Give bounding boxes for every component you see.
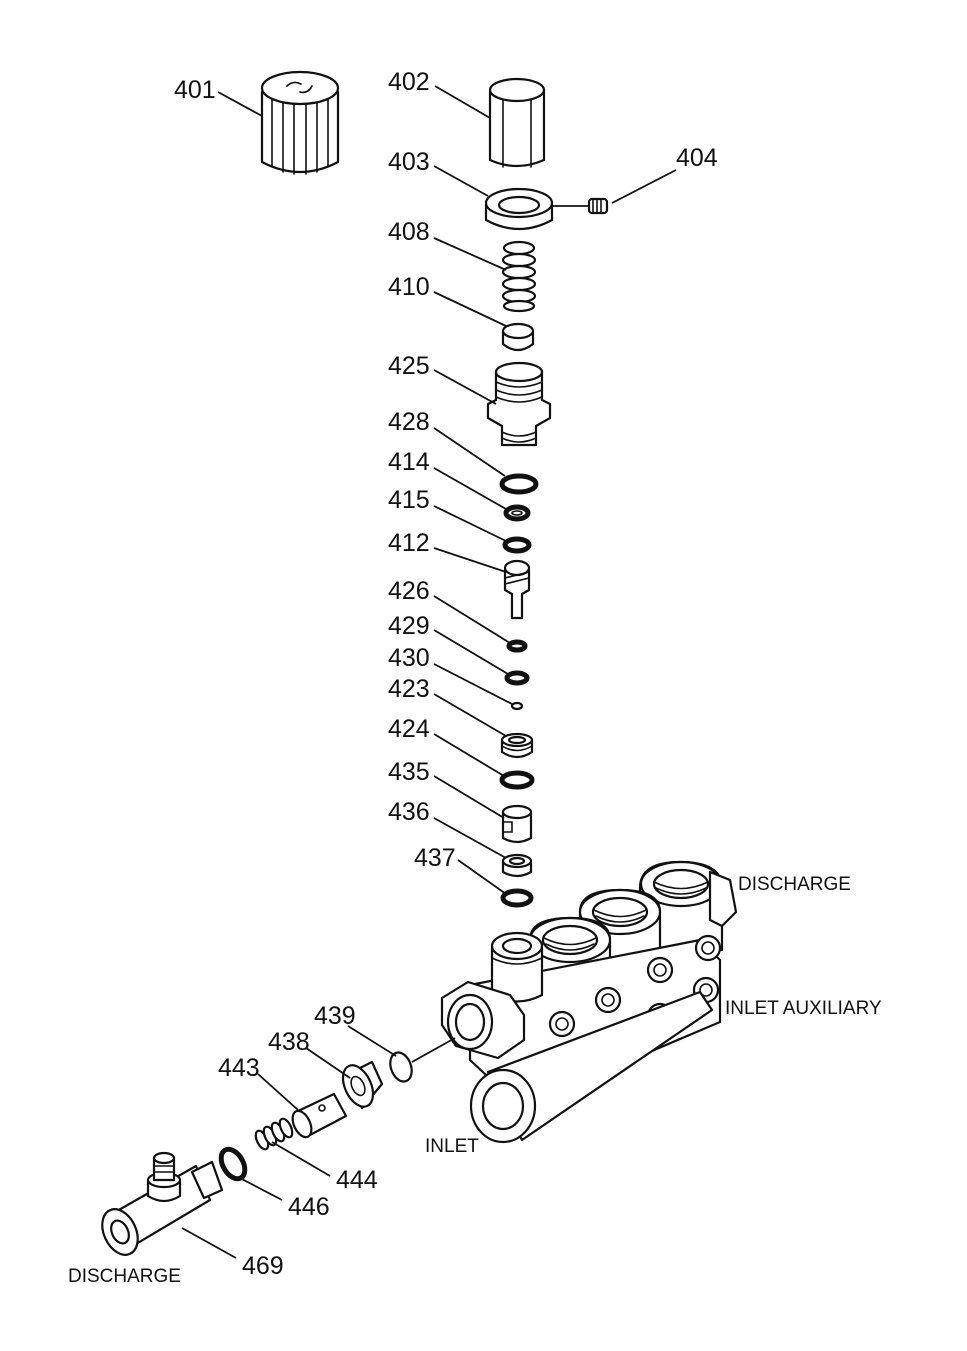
part-415-o-ring (502, 536, 532, 554)
label-403: 403 (388, 148, 430, 176)
label-404: 404 (676, 144, 718, 172)
part-438-fitting (341, 1060, 384, 1110)
part-439-o-ring (389, 1037, 456, 1083)
label-437: 437 (414, 844, 456, 872)
label-408: 408 (388, 218, 430, 246)
label-402: 402 (388, 68, 430, 96)
part-403-nut (484, 187, 554, 230)
label-425: 425 (388, 352, 430, 380)
part-426-washer (506, 639, 528, 653)
label-436: 436 (388, 798, 430, 826)
part-425-valve-body (486, 361, 552, 447)
manifold-body (440, 860, 738, 1144)
label-410: 410 (388, 273, 430, 301)
part-443-plunger (291, 1092, 348, 1139)
label-429: 429 (388, 612, 430, 640)
part-410-spring-seat (501, 322, 535, 352)
label-469: 469 (242, 1252, 284, 1280)
part-404-set-screw (552, 197, 609, 215)
part-429-o-ring (504, 670, 530, 686)
port-labels: DISCHARGE INLET AUXILIARY INLET DISCHARG… (68, 874, 882, 1287)
part-436-seat (501, 853, 533, 878)
discharge-top-label: DISCHARGE (738, 874, 851, 895)
label-430: 430 (388, 644, 430, 672)
label-424: 424 (388, 715, 430, 743)
part-424-seat (500, 732, 534, 759)
part-414-backup-ring (503, 504, 531, 522)
label-401: 401 (174, 76, 216, 104)
label-426: 426 (388, 577, 430, 605)
part-401-knob (260, 70, 340, 175)
label-414: 414 (388, 448, 430, 476)
label-438: 438 (268, 1028, 310, 1056)
part-437-o-ring (500, 888, 534, 908)
label-415: 415 (388, 486, 430, 514)
part-408-spring (501, 240, 537, 313)
inlet-auxiliary-label: INLET AUXILIARY (725, 998, 882, 1019)
label-444: 444 (336, 1166, 378, 1194)
label-412: 412 (388, 529, 430, 557)
inlet-label: INLET (425, 1136, 479, 1157)
label-439: 439 (314, 1002, 356, 1030)
part-number-labels: 401 402 403 404 408 410 425 428 414 415 … (174, 68, 718, 1280)
part-469-fitting (101, 1151, 224, 1256)
label-435: 435 (388, 758, 430, 786)
part-430-o-ring (499, 770, 535, 790)
part-402-cap (488, 77, 546, 168)
part-412-valve-stem (503, 559, 531, 620)
label-428: 428 (388, 408, 430, 436)
part-446-o-ring (218, 1146, 248, 1182)
part-423-ball (510, 701, 524, 711)
part-428-o-ring (499, 473, 539, 495)
discharge-bottom-label: DISCHARGE (68, 1266, 181, 1287)
part-444-spring (254, 1117, 294, 1151)
leader-lines (181, 85, 677, 1259)
part-435-piston (501, 804, 533, 844)
label-446: 446 (288, 1193, 330, 1221)
label-443: 443 (218, 1054, 260, 1082)
label-423: 423 (388, 675, 430, 703)
